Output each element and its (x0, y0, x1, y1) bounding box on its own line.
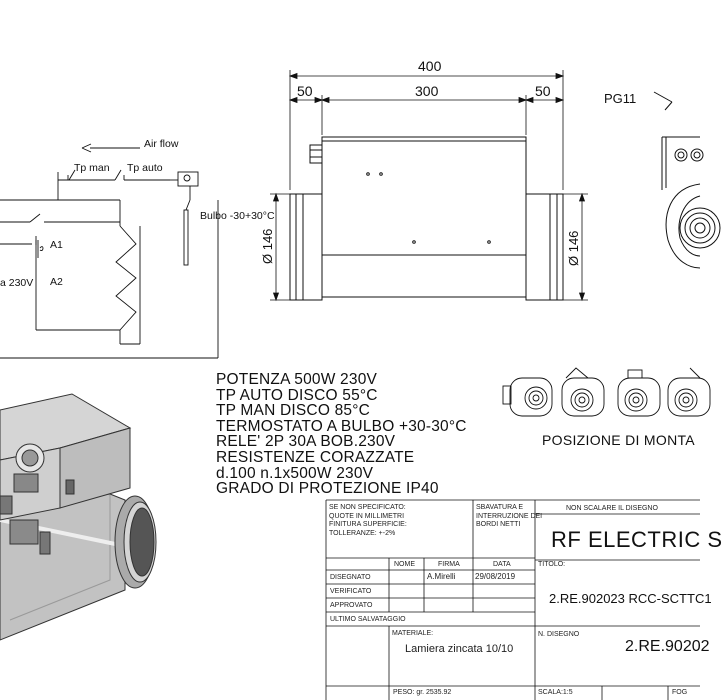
dim-dia-side: Ø 146 (260, 229, 275, 264)
tp-auto-label: Tp auto (127, 162, 163, 174)
no-scale-note: NON SCALARE IL DISEGNO (566, 505, 658, 512)
spec-line: RESISTENZE CORAZZATE (216, 448, 415, 466)
note-line: QUOTE IN MILLIMETRI (329, 512, 405, 520)
ndisegno-value: 2.RE.90202 (625, 638, 710, 655)
tp-man-label: Tp man (74, 162, 110, 174)
spec-line: POTENZA 500W 230V (216, 371, 378, 388)
dim-dia-end: Ø 146 (566, 231, 581, 266)
drawing-title: RF ELECTRIC S (551, 527, 723, 552)
dim-right: 50 (535, 83, 551, 99)
materiale-value: Lamiera zincata 10/10 (405, 643, 514, 655)
mount-pos-3 (617, 369, 661, 417)
note-line: FINITURA SUPERFICIE: (329, 521, 407, 528)
dim-left: 50 (297, 83, 313, 99)
scala-label: SCALA:1:5 (538, 689, 573, 696)
materiale-label: MATERIALE: (392, 630, 434, 637)
mounting-positions (502, 367, 711, 417)
mount-pos-4 (667, 367, 711, 417)
mount-pos-1 (502, 377, 553, 417)
row-disegnato: DISEGNATO (330, 574, 371, 581)
airflow-label: Air flow (144, 138, 179, 150)
deburr-block: SBAVATURA E INTERRUZIONE DEI BORDI NETTI (476, 504, 542, 530)
spec-line: GRADO DI PROTEZIONE IP40 (216, 480, 439, 498)
peso-value: 2535.92 (426, 689, 452, 696)
end-view (653, 91, 721, 269)
specs-list: POTENZA 500W 230V TP AUTO DISCO 55°C TP … (216, 372, 467, 497)
pg-label: PG11 (604, 91, 636, 106)
deburr-line: SBAVATURA E (476, 504, 524, 511)
col-firma: FIRMA (438, 561, 460, 568)
dim-middle: 300 (415, 83, 439, 99)
mount-pos-2 (561, 367, 605, 417)
row-verificato: VERIFICATO (330, 588, 372, 595)
spec-line: TERMOSTATO A BULBO +30-30°C (216, 417, 467, 435)
supply-label: a 230V (0, 277, 33, 289)
spec-line: TP MAN DISCO 85°C (216, 402, 371, 420)
titolo-label: TITOLO: (538, 561, 566, 568)
note-line: SE NON SPECIFICATO: (329, 504, 406, 511)
deburr-line: INTERRUZIONE DEI (476, 512, 543, 520)
spec-line: TP AUTO DISCO 55°C (216, 386, 378, 404)
title-block (325, 499, 700, 700)
bulb-label: Bulbo -30+30°C (200, 210, 275, 222)
technical-drawing: 400 50 300 50 Ø 146 Ø 146 PG11 Air flow … (0, 58, 721, 700)
col-nome: NOME (394, 561, 415, 568)
drawing-text: 400 50 300 50 Ø 146 Ø 146 PG11 Air flow … (0, 58, 636, 289)
row-approvato: APPROVATO (330, 602, 373, 609)
dimension-lines (270, 70, 588, 302)
foglio-label: FOG (672, 689, 688, 696)
spec-line: RELE' 2P 30A BOB.230V (216, 433, 396, 451)
spec-line: d.100 n.1x500W 230V (216, 464, 374, 482)
data-value: 29/08/2019 (475, 572, 516, 581)
mounting-label: POSIZIONE DI MONTA (542, 432, 695, 448)
deburr-line: BORDI NETTI (476, 521, 521, 528)
a1-label: A1 (50, 239, 63, 251)
row-ultimo: ULTIMO SALVATAGGIO (330, 616, 406, 623)
dim-total: 400 (418, 58, 442, 74)
peso-label: PESO: gr. (393, 689, 425, 696)
col-data: DATA (493, 561, 511, 568)
ndisegno-label: N. DISEGNO (538, 631, 580, 638)
a2-label: A2 (50, 276, 63, 288)
isometric-view (0, 393, 157, 641)
titolo-value: 2.RE.902023 RCC-SCTTC1 (549, 591, 712, 606)
firma-value: A.Mirelli (427, 572, 456, 581)
wiring-schematic (0, 143, 219, 359)
note-line: TOLLERANZE: +-2% (329, 529, 396, 537)
side-view (289, 136, 564, 301)
notes-block: SE NON SPECIFICATO: QUOTE IN MILLIMETRI … (329, 504, 407, 538)
